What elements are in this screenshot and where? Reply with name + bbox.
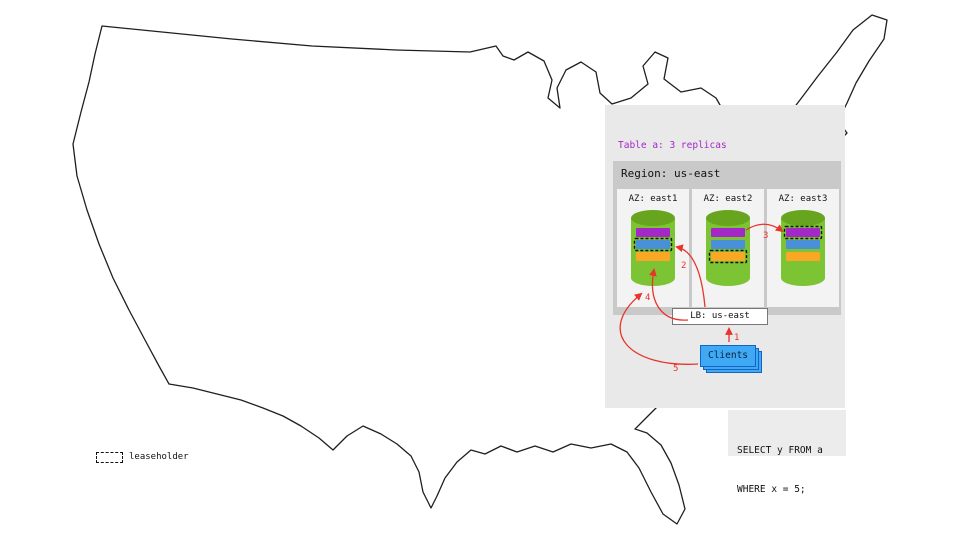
sql-line-1: SELECT y FROM a (737, 445, 823, 456)
az-label-east1: AZ: east1 (628, 194, 678, 204)
leaseholder-key: leaseholder (96, 451, 189, 465)
topology-panel: Table a: 3 replicas Index a: 3 replicas … (605, 105, 845, 408)
replica-index-a (786, 240, 820, 249)
sql-line-2: WHERE x = 5; (737, 484, 806, 495)
leaseholder-outline-icon (708, 249, 748, 264)
replica-index-a (711, 240, 745, 249)
sql-statement-box: SELECT y FROM a WHERE x = 5; (728, 410, 846, 495)
leaseholder-key-label: leaseholder (129, 452, 189, 462)
replica-table-a (636, 228, 670, 237)
database-cylinder-icon (706, 210, 750, 286)
database-cylinder-icon (781, 210, 825, 286)
clients-stack: Clients (700, 345, 764, 375)
az-box-east2: AZ: east2 (692, 189, 764, 307)
replica-table-b (711, 252, 745, 261)
az-box-east3: AZ: east3 (767, 189, 839, 307)
leaseholder-dashed-icon (96, 451, 123, 463)
leaseholder-outline-icon (633, 237, 673, 252)
replica-table-b (786, 252, 820, 261)
az-box-east1: AZ: east1 (617, 189, 689, 307)
region-title: Region: us-east (621, 167, 721, 180)
clients-box: Clients (700, 345, 756, 367)
region-box: Region: us-east AZ: east1 (613, 161, 841, 315)
replica-table-b (636, 252, 670, 261)
leaseholder-outline-icon (783, 225, 823, 240)
replica-table-a (711, 228, 745, 237)
az-label-east3: AZ: east3 (778, 194, 828, 204)
database-cylinder-icon (631, 210, 675, 286)
replica-table-a (786, 228, 820, 237)
load-balancer-box: LB: us-east (672, 308, 768, 325)
az-label-east2: AZ: east2 (703, 194, 753, 204)
legend-table-a: Table a: 3 replicas (618, 140, 727, 151)
az-row: AZ: east1 AZ: east2 (617, 189, 839, 307)
replica-index-a (636, 240, 670, 249)
